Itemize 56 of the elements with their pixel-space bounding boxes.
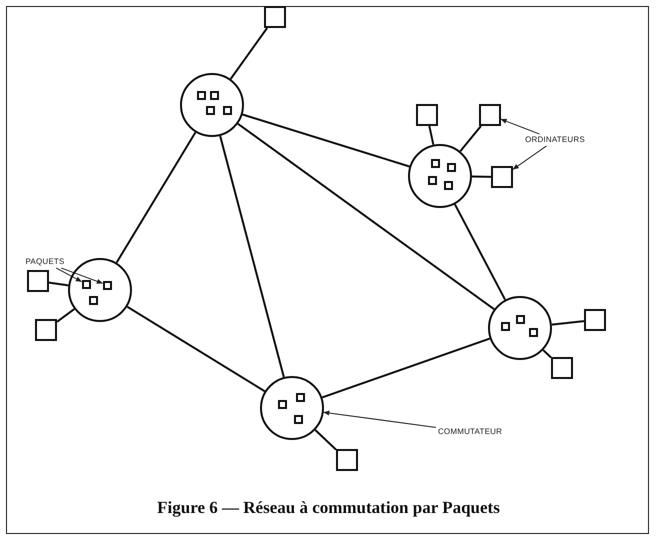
link-line	[428, 126, 434, 145]
packet-square	[102, 280, 112, 290]
callout-label: ORDINATEURS	[525, 136, 585, 144]
packet-square	[196, 90, 206, 100]
leader-line	[60, 268, 104, 284]
link-line	[126, 306, 266, 392]
packet-square	[296, 392, 304, 402]
callout-label: PAQUETS	[25, 258, 65, 266]
computer-square	[35, 319, 57, 341]
packet-square	[516, 314, 524, 324]
callout-label: COMMUTATEUR	[438, 428, 502, 436]
link-line	[230, 27, 268, 80]
computer-square	[336, 449, 358, 471]
packet-square	[446, 162, 456, 172]
figure-caption: Figure 6 — Réseau à commutation par Paquets	[157, 498, 500, 518]
link-line	[56, 308, 75, 323]
packet-square	[428, 176, 436, 184]
packet-square	[206, 106, 214, 114]
link-line	[322, 338, 490, 398]
leader-line	[323, 410, 436, 428]
link-line	[48, 282, 68, 286]
packet-square	[210, 90, 218, 100]
packet-square	[278, 400, 286, 408]
packet-square	[294, 414, 302, 424]
computer-square	[584, 309, 606, 331]
packet-square	[82, 280, 90, 288]
link-line	[454, 204, 506, 300]
link-line	[219, 136, 285, 378]
link-line	[242, 114, 410, 168]
leader-line	[512, 146, 547, 170]
switch-circle	[68, 258, 132, 322]
leader-line	[56, 268, 82, 282]
link-line	[314, 429, 337, 450]
link-line	[237, 122, 495, 310]
link-line	[542, 349, 552, 358]
packet-square	[528, 328, 538, 336]
computer-square	[551, 357, 573, 379]
switch-circle	[488, 296, 552, 360]
packet-square	[430, 158, 440, 168]
computer-square	[27, 270, 49, 292]
link-line	[552, 320, 584, 326]
switch-circle	[180, 73, 244, 137]
link-line	[116, 132, 196, 264]
computer-square	[264, 6, 286, 28]
packet-square	[444, 180, 452, 190]
packet-square	[222, 106, 232, 114]
switch-circle	[260, 376, 324, 440]
computer-square	[491, 166, 513, 188]
link-line	[460, 125, 482, 152]
computer-square	[479, 104, 501, 126]
link-line	[472, 176, 492, 178]
switch-circle	[408, 144, 472, 208]
packet-square	[88, 296, 98, 304]
computer-square	[416, 104, 438, 126]
leader-line	[500, 118, 540, 134]
packet-square	[500, 322, 510, 330]
